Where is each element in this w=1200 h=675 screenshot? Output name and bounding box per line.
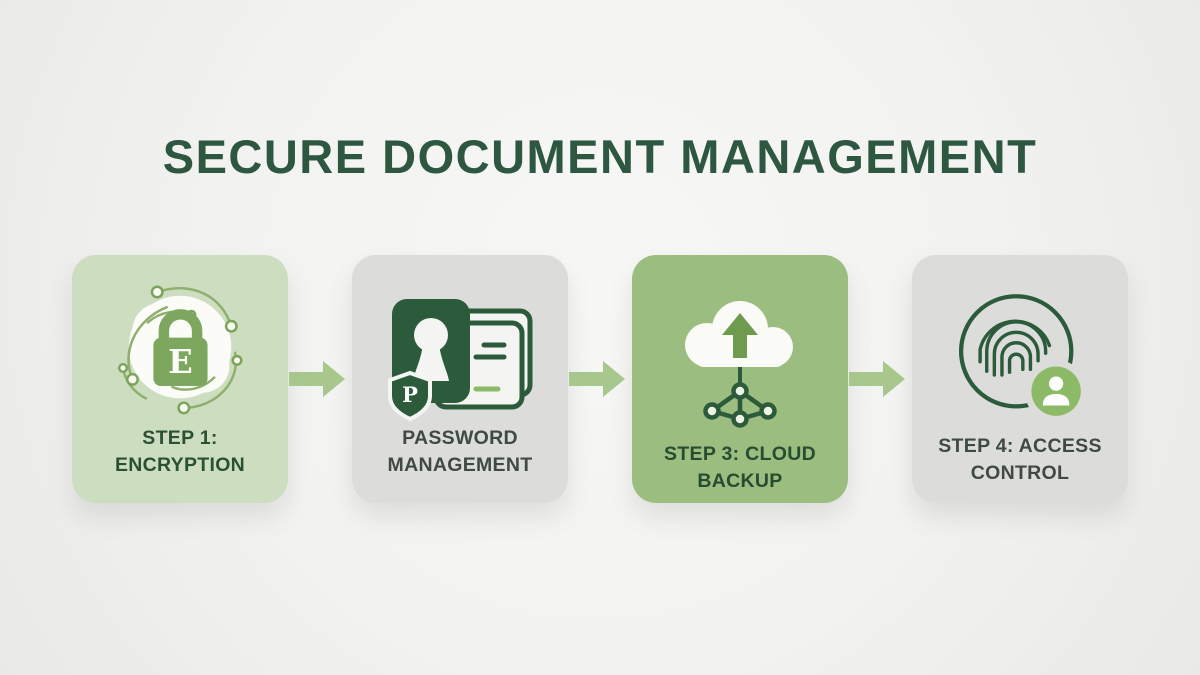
cloud-upload-network-icon: [665, 291, 815, 441]
step-label-line2: MANAGEMENT: [387, 454, 533, 476]
page-title: SECURE DOCUMENT MANAGEMENT: [162, 130, 1038, 184]
step-card-encryption: E STEP 1: ENCRYPTION: [72, 255, 288, 503]
step-label: PASSWORD MANAGEMENT: [388, 425, 533, 503]
flow-arrow-icon: [569, 359, 625, 399]
step-label: STEP 4: ACCESS CONTROL: [938, 433, 1102, 511]
step-card-password-management: P PASSWORD MANAGEMENT: [352, 255, 568, 503]
lock-letter: E: [168, 343, 193, 381]
steps-flow: E STEP 1: ENCRYPTION: [72, 255, 1128, 503]
step-label-line2: CONTROL: [970, 462, 1070, 484]
step-label-line1: STEP 4: ACCESS: [938, 435, 1102, 457]
encryption-swirl-lock-icon: E: [104, 273, 256, 425]
flow-arrow-icon: [289, 359, 345, 399]
step-label-line2: BACKUP: [697, 470, 783, 492]
step-card-cloud-backup: STEP 3: CLOUD BACKUP: [632, 255, 848, 503]
step-label-line1: PASSWORD: [402, 427, 518, 449]
shield-letter: P: [402, 382, 418, 407]
fingerprint-user-badge-icon: [944, 281, 1096, 433]
step-label: STEP 3: CLOUD BACKUP: [664, 441, 816, 519]
step-label-line2: ENCRYPTION: [114, 454, 246, 476]
password-keyhole-shield-icon: P: [380, 297, 540, 425]
step-label-line1: STEP 3: CLOUD: [664, 443, 816, 465]
step-label-line1: STEP 1:: [142, 427, 218, 449]
step-label: STEP 1: ENCRYPTION: [115, 425, 245, 503]
step-card-access-control: STEP 4: ACCESS CONTROL: [912, 255, 1128, 503]
flow-arrow-icon: [849, 359, 905, 399]
